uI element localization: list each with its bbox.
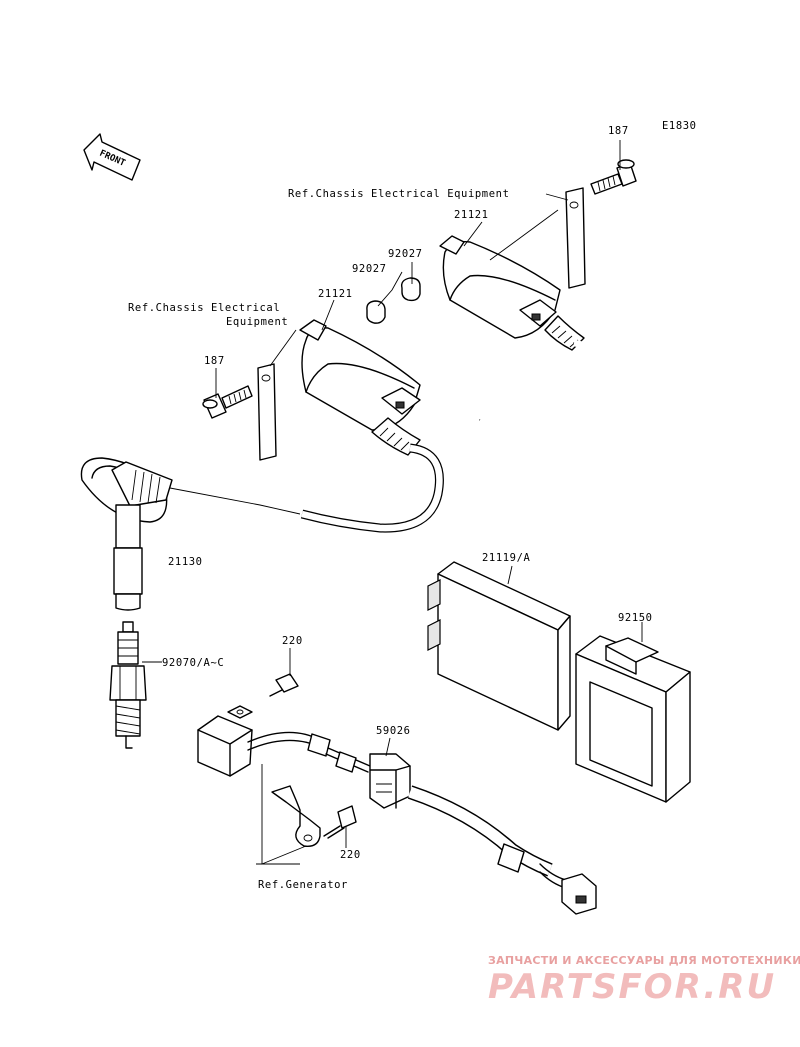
label-ref-chassis-left-line2: Equipment [226,316,288,328]
label-ecu: 21119/A [482,552,531,564]
label-coil-left: 21121 [318,288,353,300]
screw-top[interactable] [269,673,299,697]
watermark-tagline: ЗАПЧАСТИ И АКСЕССУАРЫ ДЛЯ МОТОТЕХНИКИ [488,954,800,967]
label-ref-generator: Ref.Generator [258,879,348,891]
label-screw-top: 220 [282,635,303,647]
igniter-unit[interactable] [427,561,571,731]
label-connector: 59026 [376,725,411,737]
label-cap-left: 92027 [352,263,387,275]
watermark-logo: PARTSFOR.RU [488,967,776,1007]
label-cap-right: 92027 [388,248,423,260]
label-bolt-right: 187 [608,125,629,137]
bracket-left [257,363,277,461]
label-plug-cap: 21130 [168,556,203,568]
label-bolt-left: 187 [204,355,225,367]
bolt-right[interactable] [590,159,637,195]
bolt-left[interactable] [202,385,253,419]
spark-plug-cap[interactable] [80,457,173,611]
pickup-coil[interactable] [197,705,371,777]
generator-bracket [271,785,321,847]
label-spark-plug: 92070/A~C [162,657,224,669]
igniter-holder[interactable] [575,635,691,803]
spark-plug[interactable] [109,621,147,749]
bracket-right [565,187,586,289]
label-ref-chassis-right: Ref.Chassis Electrical Equipment [288,188,510,200]
plug-cap-right [400,277,421,302]
label-screw-bottom: 220 [340,849,361,861]
ignition-coil-left[interactable] [299,319,444,533]
part-labels: 187 Ref.Chassis Electrical Equipment 211… [128,125,653,891]
label-ecu-holder: 92150 [618,612,653,624]
screw-bottom[interactable] [323,805,357,839]
label-ref-chassis-left-line1: Ref.Chassis Electrical [128,302,280,314]
ignition-coil-right[interactable] [439,235,616,438]
label-coil-right: 21121 [454,209,489,221]
front-arrow-icon: FRONT [83,133,141,181]
plug-cap-left [366,300,386,324]
diagram-code: E1830 [662,120,697,132]
leader-lines [142,140,643,865]
connector-59026[interactable] [369,753,597,915]
watermark: ЗАПЧАСТИ И АКСЕССУАРЫ ДЛЯ МОТОТЕХНИКИ PA… [488,954,800,1007]
